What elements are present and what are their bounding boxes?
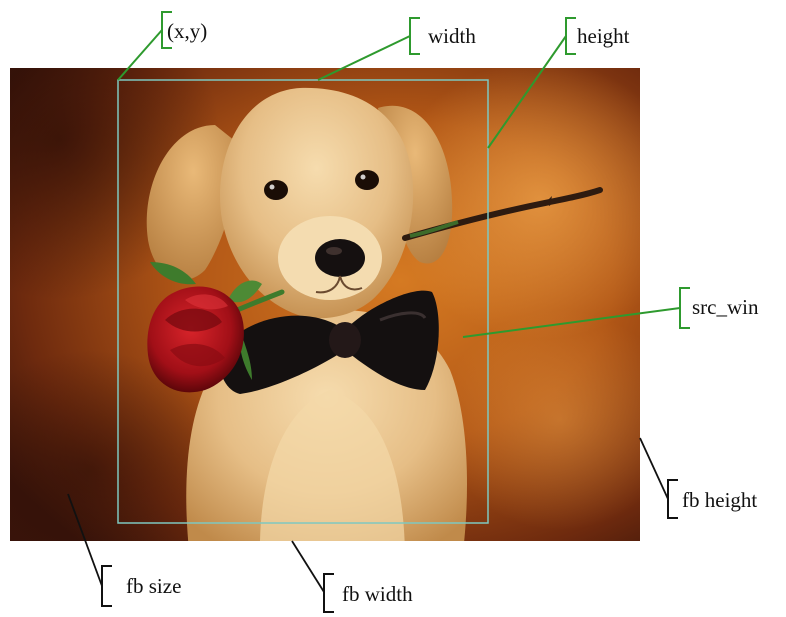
fb-size-label: fb size xyxy=(126,574,181,598)
rose-leaf xyxy=(150,262,196,285)
framebuffer-photo xyxy=(10,68,640,541)
nose-highlight xyxy=(326,247,342,255)
puppy-nose xyxy=(315,239,365,277)
height-label: height xyxy=(577,24,630,48)
fb-width-leader-line xyxy=(291,540,325,593)
src-win-label: src_win xyxy=(692,295,759,319)
height-bracket xyxy=(565,17,576,55)
bow-tie-knot xyxy=(329,322,361,358)
fb-size-leader-line xyxy=(67,493,103,587)
fb-width-label: fb width xyxy=(342,582,413,606)
fb-height-label: fb height xyxy=(682,488,757,512)
background-glow xyxy=(390,68,640,340)
fb-width-bracket xyxy=(323,573,334,613)
width-leader-line xyxy=(317,35,411,81)
rose-stem-thorn xyxy=(545,196,552,206)
rose-petal xyxy=(165,308,222,332)
fb-size-bracket xyxy=(101,565,112,607)
width-bracket xyxy=(409,17,420,55)
width-callout: width xyxy=(317,17,476,81)
fb-height-callout: fb height xyxy=(639,437,757,519)
puppy-chest-fur xyxy=(260,390,405,541)
xy-label: (x,y) xyxy=(167,19,207,43)
puppy-left-eye xyxy=(264,180,288,200)
height-callout: height xyxy=(487,17,630,149)
src-win-callout: src_win xyxy=(462,287,759,338)
rose-stem-green xyxy=(409,220,459,238)
src-win-bracket xyxy=(679,287,690,329)
puppy-mouth xyxy=(315,275,363,294)
background-glow xyxy=(440,310,640,530)
puppy-left-ear xyxy=(146,125,240,280)
rose-petal xyxy=(170,343,225,367)
rose-leaf xyxy=(228,280,262,303)
xy-leader-line xyxy=(117,29,163,81)
xy-callout: (x,y) xyxy=(117,11,207,81)
src-win-rectangle xyxy=(117,79,489,524)
src-win-leader-line xyxy=(462,307,681,338)
rose-petal xyxy=(185,294,228,310)
fb-height-bracket xyxy=(667,479,678,519)
bow-tie-right xyxy=(345,290,439,390)
rose-bloom xyxy=(147,286,244,393)
width-label: width xyxy=(428,24,476,48)
eye-highlight xyxy=(360,174,366,180)
bow-tie-sheen xyxy=(379,311,427,322)
fb-size-callout: fb size xyxy=(67,493,181,607)
puppy-right-eye xyxy=(355,170,379,190)
eye-highlight xyxy=(269,184,275,190)
height-leader-line xyxy=(487,35,567,149)
background-shadow xyxy=(10,350,230,541)
fb-height-leader-line xyxy=(639,437,669,500)
fb-width-callout: fb width xyxy=(291,540,413,613)
